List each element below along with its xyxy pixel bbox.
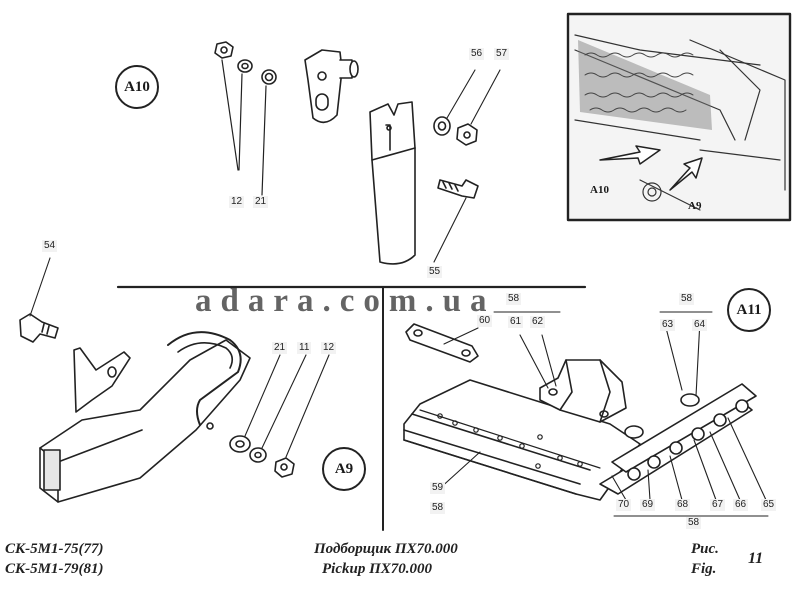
tine-bracket-61-62 [519, 334, 627, 423]
part-label-66: 66 [733, 499, 749, 511]
part-label-58-c: 58 [430, 502, 446, 514]
part-label-11: 11 [297, 342, 312, 354]
pickup-belt-a11 [403, 379, 641, 501]
part-label-68: 68 [675, 499, 691, 511]
bolt-55 [433, 179, 479, 263]
figure-title-en: Pickup ПХ70.000 [322, 561, 433, 577]
bracket-with-pin-a10 [304, 49, 359, 124]
part-label-21-a9: 21 [272, 342, 288, 354]
part-label-63: 63 [660, 319, 676, 331]
callout-a9: A9 [322, 447, 366, 491]
part-label-21: 21 [253, 196, 269, 208]
part-label-65: 65 [761, 499, 777, 511]
washer-nut-56-57 [433, 69, 501, 146]
part-label-70: 70 [616, 499, 632, 511]
part-label-58-d: 58 [686, 517, 702, 529]
strap-60 [405, 323, 479, 363]
figure-label-en: Fig. [691, 561, 717, 577]
figure-number: 11 [748, 550, 764, 567]
callout-a11: A11 [727, 288, 771, 332]
inset-callout-a10: A10 [590, 184, 609, 196]
bolt-54 [19, 257, 59, 343]
part-label-55: 55 [427, 266, 443, 278]
figure-title-ru: Подборщик ПХ70.000 [314, 541, 458, 557]
part-label-64: 64 [692, 319, 708, 331]
model-code-1: СК-5М1-75(77) [5, 541, 104, 557]
inset-callout-a9: A9 [688, 200, 702, 212]
callout-a10: A10 [115, 65, 159, 109]
watermark: adara.com.ua [195, 283, 496, 319]
part-label-58-b: 58 [679, 293, 695, 305]
part-label-12: 12 [229, 196, 245, 208]
inset-photo [566, 12, 792, 222]
washer-nut-set-a9 [229, 354, 330, 478]
spring-plate-a9 [73, 347, 131, 413]
part-label-56: 56 [469, 48, 485, 60]
part-label-61: 61 [508, 316, 524, 328]
figure-label-ru: Рис. [691, 541, 719, 557]
part-label-60: 60 [477, 315, 493, 327]
model-code-2: СК-5М1-79(81) [5, 561, 104, 577]
part-label-58-a: 58 [506, 293, 522, 305]
part-label-54: 54 [42, 240, 58, 252]
tine-guide-a10 [369, 101, 416, 265]
part-label-57: 57 [494, 48, 510, 60]
part-label-12-a9: 12 [321, 342, 337, 354]
part-label-67: 67 [710, 499, 726, 511]
tine-housing-a9 [39, 331, 251, 503]
roller-chain-a11 [599, 319, 769, 517]
nut-washer-set-a10 [214, 41, 277, 196]
part-label-62: 62 [530, 316, 546, 328]
part-label-59: 59 [430, 482, 446, 494]
part-label-69: 69 [640, 499, 656, 511]
